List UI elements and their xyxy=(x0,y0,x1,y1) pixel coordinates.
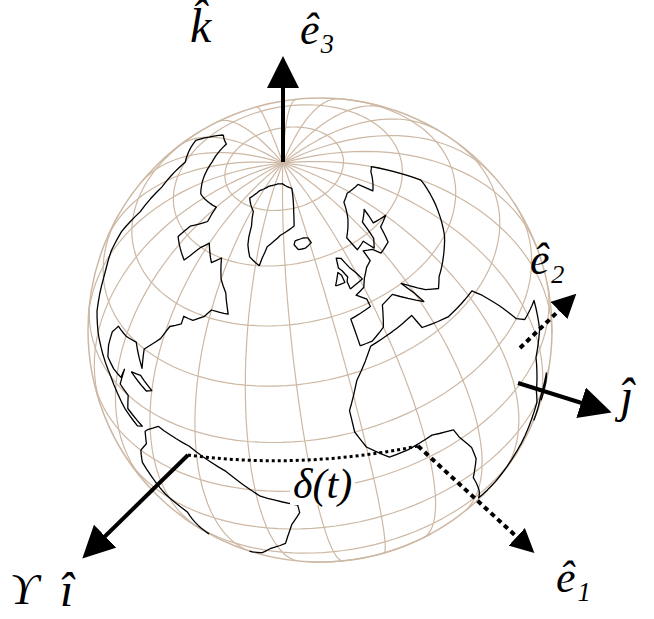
i-axis-arrow xyxy=(88,455,188,553)
e1-axis-arrow xyxy=(418,446,530,549)
parallel-line xyxy=(309,534,431,562)
meridian-line xyxy=(257,107,283,163)
axis-label: ϒ xyxy=(10,568,38,612)
meridian-line xyxy=(283,163,385,553)
angle-arc xyxy=(188,446,418,461)
meridian-line xyxy=(283,163,519,471)
meridian-line xyxy=(88,163,283,318)
coastline xyxy=(294,238,311,250)
coastline xyxy=(336,272,345,286)
meridian-line xyxy=(219,120,283,163)
axis-label: ê₁ xyxy=(556,556,591,600)
k-axis-arrow xyxy=(281,64,285,162)
coastline xyxy=(141,426,300,552)
axis-label: î xyxy=(60,566,73,614)
meridian-line xyxy=(245,163,296,561)
parallel-line xyxy=(173,105,402,266)
coastlines xyxy=(97,135,547,553)
meridian-line xyxy=(94,163,283,402)
coastline xyxy=(97,135,228,426)
meridian-line xyxy=(283,151,538,249)
axis-label: ĵ xyxy=(620,372,633,420)
meridian-line xyxy=(116,163,283,476)
parallel-line xyxy=(132,99,456,326)
e2-axis-arrow xyxy=(520,298,572,348)
axis-label: k̂ xyxy=(190,2,211,50)
meridian-line xyxy=(283,162,552,334)
axis-label: ê₂ xyxy=(530,238,565,282)
meridian-line xyxy=(283,99,340,163)
coastline xyxy=(344,167,445,346)
coastline xyxy=(336,258,362,289)
coastline xyxy=(534,373,547,421)
meridian-line xyxy=(283,106,384,163)
coastline xyxy=(131,372,152,391)
parallel-line xyxy=(89,204,531,443)
globe-outline xyxy=(88,98,552,562)
graticule xyxy=(88,98,552,562)
parallel-line xyxy=(130,367,549,529)
coastline xyxy=(350,291,540,498)
coastline xyxy=(248,184,294,266)
meridian-line xyxy=(283,163,436,538)
meridian-line xyxy=(283,163,543,415)
axis-label: ê₃ xyxy=(300,8,335,52)
meridian-line xyxy=(283,163,482,510)
axis-label: δ(t) xyxy=(290,463,355,505)
meridian-line xyxy=(283,119,439,163)
j-axis-arrow xyxy=(518,383,604,410)
parallel-line xyxy=(188,452,518,553)
